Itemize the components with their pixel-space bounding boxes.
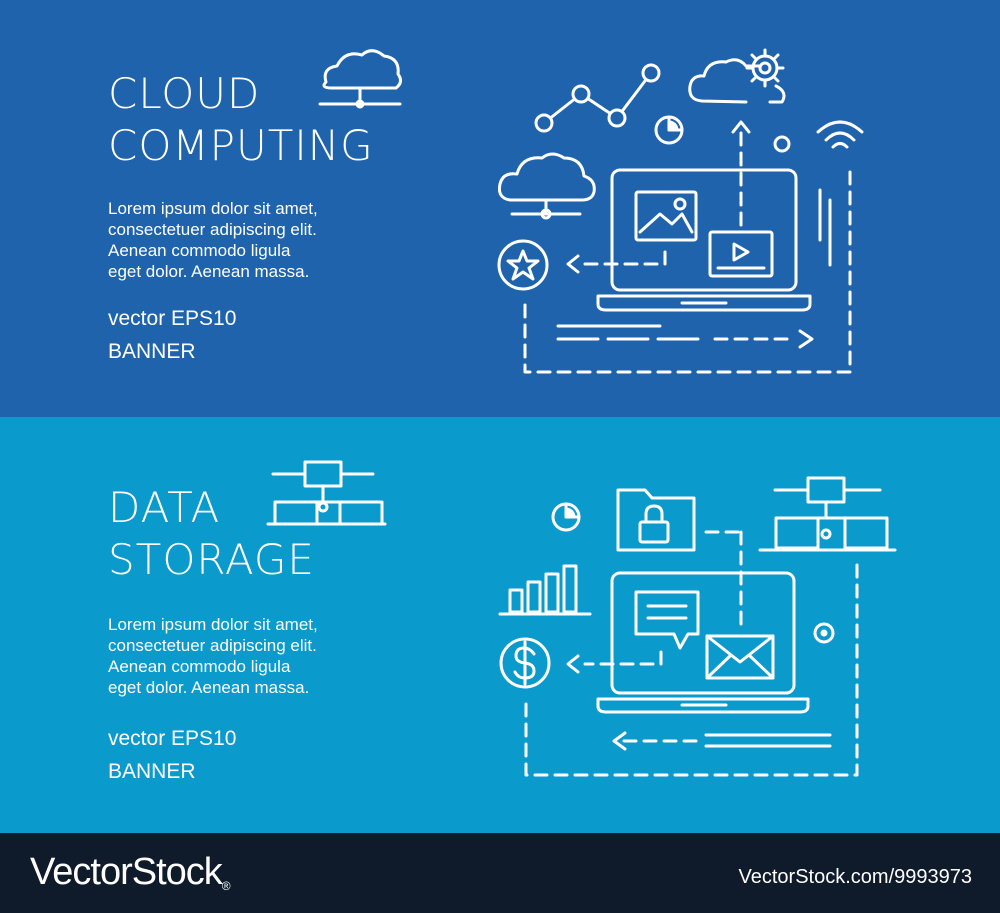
data-storage-title: DATA STORAGE — [108, 482, 315, 586]
vectorstock-logo: VectorStock® — [30, 842, 231, 902]
laptop-icon — [596, 168, 812, 312]
signal-lines — [818, 188, 832, 267]
cloud-network-icon — [318, 49, 403, 109]
banner-label: BANNER — [108, 760, 196, 783]
cloud-subtitle: vector EPS10 BANNER — [108, 305, 236, 371]
flow-arrows — [524, 530, 859, 777]
arrow-left-icon — [566, 654, 580, 674]
image-url: VectorStock.com/9993973 — [738, 866, 972, 888]
cloud-icon — [498, 152, 596, 220]
title-line: STORAGE — [108, 535, 315, 584]
banner-label: BANNER — [108, 340, 196, 363]
body-line: Lorem ipsum dolor sit amet, — [108, 199, 318, 218]
body-line: consectetuer adipiscing elit. — [108, 636, 317, 655]
flow-arrows — [523, 128, 852, 374]
folder-lock-icon — [616, 488, 696, 552]
dot-icon — [773, 135, 791, 153]
arrow-up-icon — [731, 120, 751, 134]
data-body-text: Lorem ipsum dolor sit amet, consectetuer… — [108, 614, 408, 698]
arrow-right-icon — [798, 329, 814, 349]
body-line: consectetuer adipiscing elit. — [108, 220, 317, 239]
cloud-body-text: Lorem ipsum dolor sit amet, consectetuer… — [108, 198, 408, 282]
chat-icon — [634, 590, 700, 650]
title-line: COMPUTING — [108, 121, 374, 170]
vector-label: vector EPS10 — [108, 727, 237, 750]
envelope-icon — [705, 634, 775, 680]
cloud-gear-icon — [688, 48, 786, 104]
body-line: Aenean commodo ligula — [108, 241, 291, 260]
video-icon — [708, 230, 774, 278]
body-line: Aenean commodo ligula — [108, 657, 291, 676]
dollar-icon — [499, 637, 551, 689]
arrow-left-icon — [566, 254, 580, 274]
data-storage-banner — [0, 417, 1000, 833]
data-subtitle: vector EPS10 BANNER — [108, 725, 236, 791]
arrow-left-icon — [612, 731, 627, 751]
title-line: CLOUD — [108, 69, 261, 118]
target-icon — [813, 622, 835, 644]
pie-chart-icon — [654, 115, 684, 145]
line-chart-icon — [534, 63, 661, 133]
network-icon — [758, 476, 897, 552]
title-line: DATA — [108, 483, 221, 532]
network-icon — [266, 460, 387, 526]
cloud-computing-title: CLOUD COMPUTING — [108, 68, 374, 172]
body-line: eget dolor. Aenean massa. — [108, 678, 310, 697]
body-line: Lorem ipsum dolor sit amet, — [108, 615, 318, 634]
wifi-icon — [816, 120, 864, 149]
laptop-icon — [596, 571, 810, 714]
brand-name: VectorStock — [30, 851, 223, 893]
vector-label: vector EPS10 — [108, 307, 237, 330]
body-line: eget dolor. Aenean massa. — [108, 262, 310, 281]
registered-mark: ® — [221, 879, 231, 893]
footer-bar — [0, 833, 1000, 913]
cloud-computing-banner — [0, 0, 1000, 417]
pie-chart-icon — [551, 502, 581, 532]
bar-chart-icon — [498, 564, 592, 616]
image-icon — [634, 190, 698, 242]
star-icon — [497, 239, 549, 291]
